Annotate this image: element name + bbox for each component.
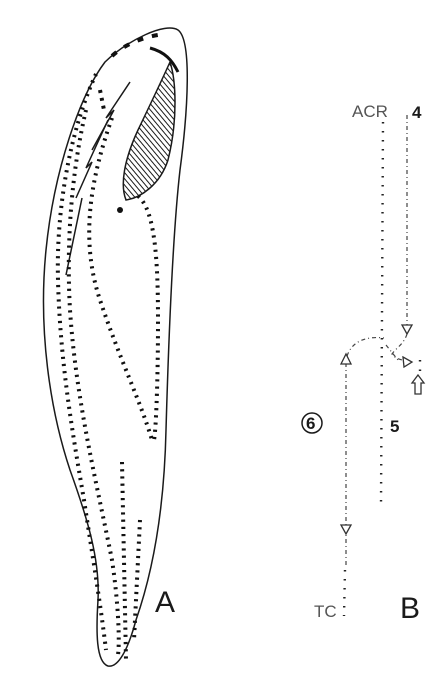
membrane-fibril-3 <box>65 197 83 276</box>
circle-6 <box>301 412 323 434</box>
cell-drawing <box>42 27 189 667</box>
label-4: 4 <box>412 103 422 122</box>
kinety-posterior-1 <box>120 461 128 661</box>
kinety-inner-left <box>66 109 121 656</box>
schematic-diagram <box>301 115 426 617</box>
buccal-cavity-hatched <box>122 59 176 201</box>
label-tc: TC <box>314 602 337 621</box>
membrane-fibril-1 <box>91 81 131 151</box>
arrow-6-down <box>339 524 353 536</box>
kinety-dot <box>117 207 123 213</box>
tc-kinety-row <box>342 569 347 617</box>
kinety-left <box>55 73 108 651</box>
label-6: 6 <box>306 414 315 433</box>
oral-margin <box>149 46 180 73</box>
panel-b-label: B <box>400 592 420 625</box>
panel-a-label: A <box>155 586 175 619</box>
cell-outline <box>42 27 189 667</box>
kinety-posterior-2 <box>132 519 142 641</box>
arrow-6-up <box>339 352 353 365</box>
acr-kinety-row <box>379 121 385 506</box>
adoral-zone-dots <box>110 32 166 58</box>
label-acr: ACR <box>352 102 388 121</box>
path-6 <box>345 336 385 565</box>
arrow-4-right <box>402 355 414 369</box>
label-5: 5 <box>390 417 399 436</box>
kinety-dots-top <box>98 89 106 111</box>
membrane-fibril-2 <box>75 119 109 199</box>
path-4-diagonal <box>385 344 399 361</box>
arrow-4-down <box>400 324 414 336</box>
path-4-curl <box>391 333 411 363</box>
upward-arrow <box>410 373 426 395</box>
